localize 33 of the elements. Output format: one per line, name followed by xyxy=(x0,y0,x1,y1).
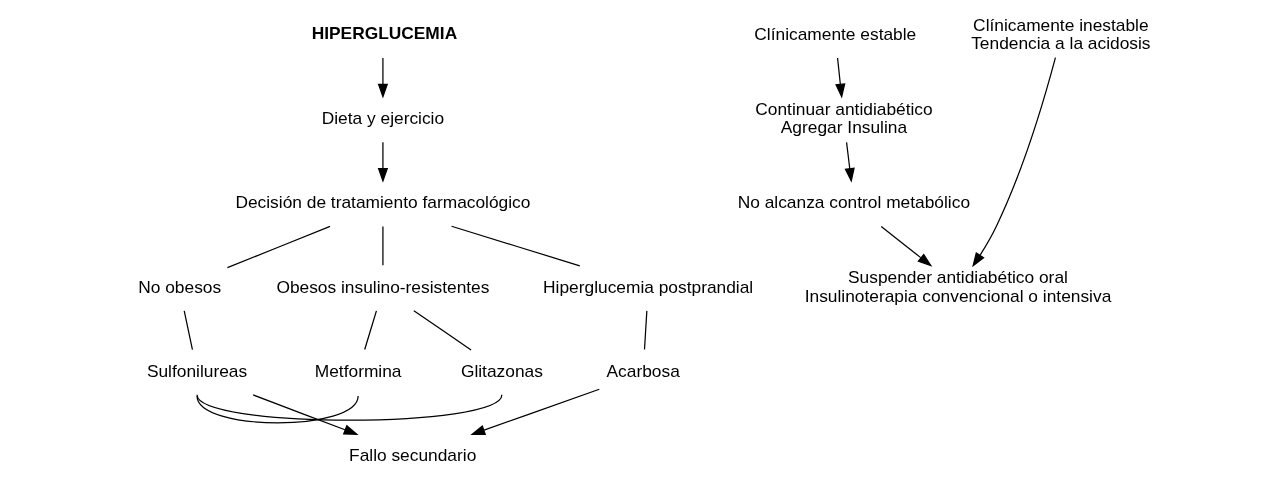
node-text: Fallo secundario xyxy=(349,445,477,466)
arrow xyxy=(844,141,855,183)
node-text: Metformina xyxy=(314,361,402,381)
arrow xyxy=(252,394,359,435)
arrow xyxy=(377,141,389,183)
arrow xyxy=(835,57,846,99)
connector xyxy=(196,394,503,421)
node-text: No obesos xyxy=(138,276,222,297)
connector xyxy=(226,225,331,269)
node-text: Acarbosa xyxy=(606,361,680,381)
connector xyxy=(413,310,472,351)
node-text: Hiperglucemia postprandial xyxy=(543,276,754,297)
connector xyxy=(643,310,648,351)
node-text: Clínicamente estable xyxy=(754,23,917,44)
node-text: Decisión de tratamiento farmacológico xyxy=(235,192,531,213)
connector xyxy=(364,310,378,351)
node-text: Continuar antidiabético Agregar Insulina xyxy=(755,98,933,138)
connector xyxy=(450,225,581,267)
node-text: HIPERGLUCEMIA xyxy=(311,22,458,43)
connector xyxy=(183,310,194,351)
node-text: Sulfonilureas xyxy=(146,361,248,381)
arrow xyxy=(880,225,933,267)
node-text: No alcanza control metabólico xyxy=(737,192,971,213)
node-text: Clínicamente inestable Tendencia a la acidosis xyxy=(971,14,1151,54)
node-text: Dieta y ejercicio xyxy=(321,108,445,129)
arrow xyxy=(377,57,389,99)
node-text: Obesos insulino-resistentes xyxy=(276,276,490,297)
node-text: Suspender antidiabético oral Insulinoterapia convencional o intensiva xyxy=(804,267,1112,307)
node-text: Glitazonas xyxy=(460,361,543,381)
connector xyxy=(196,395,359,424)
connector xyxy=(382,225,384,266)
arrow xyxy=(972,57,1057,268)
arrow xyxy=(470,388,600,435)
